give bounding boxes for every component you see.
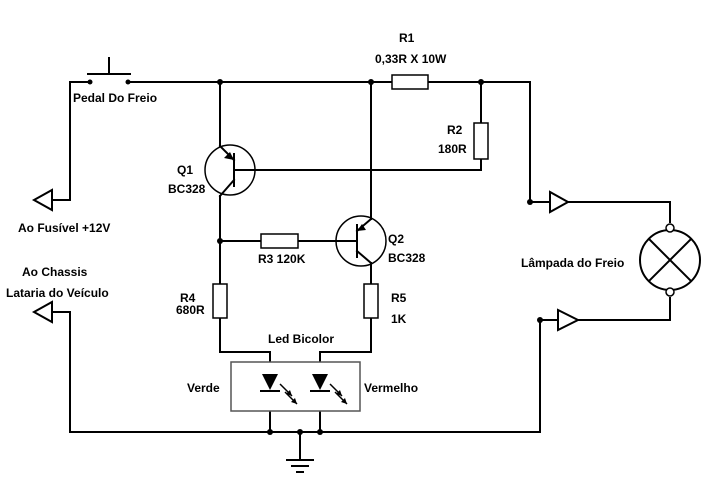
r1-label: R1 bbox=[399, 31, 415, 45]
resistor-r4 bbox=[212, 283, 228, 319]
junction-dot bbox=[217, 238, 223, 244]
resistor-r1 bbox=[391, 74, 429, 90]
resistor-r2 bbox=[473, 122, 489, 160]
r2-label: R2 bbox=[447, 123, 463, 137]
resistor-r3 bbox=[260, 233, 299, 249]
junction-dot bbox=[317, 429, 323, 435]
led-package-box bbox=[230, 361, 361, 412]
pedal-switch bbox=[87, 57, 131, 85]
connector-chassis bbox=[31, 300, 53, 324]
connector-lamp-top bbox=[549, 190, 571, 214]
transistor-q2 bbox=[335, 215, 387, 267]
r1-value-label: 0,33R X 10W bbox=[375, 52, 447, 66]
r2-value-label: 180R bbox=[438, 142, 467, 156]
resistor-r5 bbox=[363, 283, 379, 319]
chassis-label-line2: Lataria do Veículo bbox=[6, 286, 109, 300]
connector-lamp-bottom bbox=[557, 308, 581, 332]
q1-part-label: BC328 bbox=[168, 182, 206, 196]
brake-lamp bbox=[639, 223, 701, 297]
r4-label: R4 bbox=[180, 291, 196, 305]
junction-dot bbox=[368, 79, 374, 85]
r5-label: R5 bbox=[391, 291, 407, 305]
r4-value-label: 680R bbox=[176, 303, 205, 317]
vermelho-label: Vermelho bbox=[364, 381, 418, 395]
r5-value-label: 1K bbox=[391, 312, 407, 326]
wires bbox=[51, 81, 671, 461]
labels: R1 0,33R X 10W Pedal Do Freio Ao Fusível… bbox=[6, 31, 624, 395]
led-bicolor bbox=[230, 361, 361, 412]
r3-label: R3 120K bbox=[258, 252, 306, 266]
ground-symbol bbox=[286, 459, 314, 473]
verde-label: Verde bbox=[187, 381, 220, 395]
transistor-q1 bbox=[204, 144, 257, 198]
fuse-label: Ao Fusível +12V bbox=[18, 221, 110, 235]
junction-dot bbox=[527, 199, 533, 205]
q1-label: Q1 bbox=[177, 163, 193, 177]
q2-part-label: BC328 bbox=[388, 251, 426, 265]
lamp-label: Lâmpada do Freio bbox=[521, 256, 624, 270]
junction-dot bbox=[478, 79, 484, 85]
junction-dots bbox=[217, 79, 543, 435]
led-red bbox=[310, 374, 348, 405]
connector-fuse bbox=[31, 188, 53, 212]
junction-dot bbox=[267, 429, 273, 435]
junction-dot bbox=[297, 429, 303, 435]
chassis-label-line1: Ao Chassis bbox=[22, 265, 88, 279]
q2-label: Q2 bbox=[388, 232, 404, 246]
pedal-label: Pedal Do Freio bbox=[73, 91, 157, 105]
junction-dot bbox=[537, 317, 543, 323]
led-label: Led Bicolor bbox=[268, 332, 334, 346]
junction-dot bbox=[217, 79, 223, 85]
led-green bbox=[260, 374, 298, 405]
